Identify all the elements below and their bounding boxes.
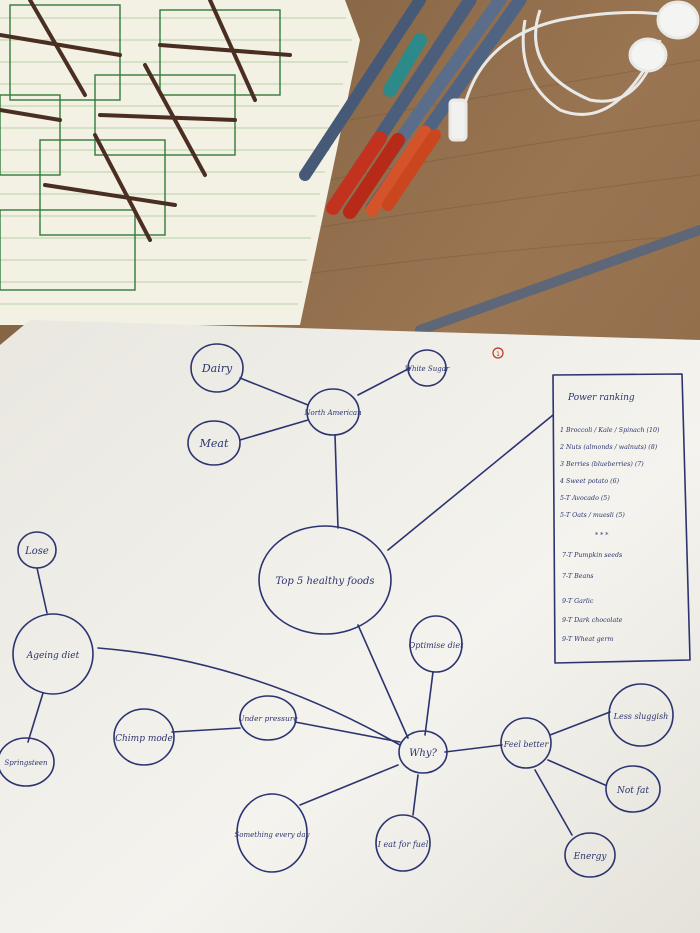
node-chimp-mode-label: Chimp mode bbox=[115, 734, 173, 744]
mind-map-connections bbox=[27, 367, 611, 836]
page-number: 1 bbox=[492, 347, 504, 359]
node-feel-better: Feel better bbox=[500, 717, 552, 769]
notebook bbox=[0, 0, 360, 325]
node-ageing-diet: Ageing diet bbox=[12, 613, 94, 695]
ranking-item: 9-T Garlic bbox=[562, 598, 594, 605]
node-something-every-day-label: Something every day bbox=[235, 831, 311, 839]
node-not-fat-label: Not fat bbox=[616, 786, 649, 796]
ranking-item: 7-T Pumpkin seeds bbox=[562, 552, 623, 559]
power-ranking-title: Power ranking bbox=[567, 393, 635, 403]
node-white-sugar-label: White Sugar bbox=[405, 365, 450, 373]
node-eat-for-fuel-label: I eat for fuel bbox=[377, 840, 429, 849]
node-lose-label: Lose bbox=[24, 546, 49, 557]
node-springsteen-label: Springsteen bbox=[4, 759, 48, 767]
node-under-pressure-label: Under pressure bbox=[238, 714, 298, 723]
ranking-item: 9-T Dark chocolate bbox=[562, 617, 623, 624]
node-feel-better-label: Feel better bbox=[503, 740, 550, 749]
ranking-item: 5-T Oats / muesli (5) bbox=[560, 512, 625, 519]
node-meat-label: Meat bbox=[199, 437, 229, 450]
node-energy-label: Energy bbox=[573, 852, 608, 862]
node-north-american-label: North American bbox=[303, 409, 362, 417]
node-chimp-mode: Chimp mode bbox=[113, 708, 175, 766]
earphones bbox=[448, 0, 700, 142]
node-why: Why? bbox=[398, 730, 448, 774]
ranking-item: 3 Berries (blueberries) (7) bbox=[560, 461, 644, 468]
ranking-item: 9-T Wheat germ bbox=[562, 636, 613, 643]
node-lose: Lose bbox=[17, 531, 57, 569]
node-why-label: Why? bbox=[409, 748, 437, 759]
node-not-fat: Not fat bbox=[605, 765, 661, 813]
ranking-item: 2 Nuts (almonds / walnuts) (8) bbox=[559, 444, 658, 451]
node-dairy: Dairy bbox=[190, 343, 244, 393]
node-center: Top 5 healthy foods bbox=[258, 525, 392, 635]
node-dairy-label: Dairy bbox=[201, 362, 233, 375]
ranking-item: * * * bbox=[595, 532, 609, 539]
node-meat: Meat bbox=[187, 420, 241, 466]
ranking-item: 7-T Beans bbox=[562, 573, 594, 580]
node-ageing-diet-label: Ageing diet bbox=[26, 651, 80, 661]
node-under-pressure: Under pressure bbox=[238, 695, 298, 741]
node-something-every-day: Something every day bbox=[235, 793, 311, 873]
mind-map-nodes: Dairy Meat White Sugar North American To… bbox=[0, 343, 674, 878]
node-less-sluggish-label: Less sluggish bbox=[613, 712, 669, 721]
ranking-item: 5-T Avocado (5) bbox=[560, 495, 610, 502]
node-optimise-diet-label: Optimise diet bbox=[409, 641, 464, 650]
node-energy: Energy bbox=[564, 832, 616, 878]
page-number-label: 1 bbox=[496, 351, 500, 358]
mind-map-paper bbox=[0, 320, 700, 933]
power-ranking-box: Power ranking 1 Broccoli / Kale / Spinac… bbox=[552, 373, 691, 664]
node-optimise-diet: Optimise diet bbox=[409, 615, 464, 673]
ranking-item: 4 Sweet potato (6) bbox=[559, 478, 620, 485]
node-eat-for-fuel: I eat for fuel bbox=[375, 814, 431, 872]
node-center-label: Top 5 healthy foods bbox=[275, 576, 374, 587]
ranking-item: 1 Broccoli / Kale / Spinach (10) bbox=[560, 427, 660, 434]
node-north-american: North American bbox=[303, 388, 362, 436]
node-white-sugar: White Sugar bbox=[405, 349, 450, 387]
node-springsteen: Springsteen bbox=[0, 737, 55, 787]
pens bbox=[299, 0, 700, 335]
node-less-sluggish: Less sluggish bbox=[608, 683, 674, 747]
notebook-crossouts bbox=[0, 0, 292, 242]
